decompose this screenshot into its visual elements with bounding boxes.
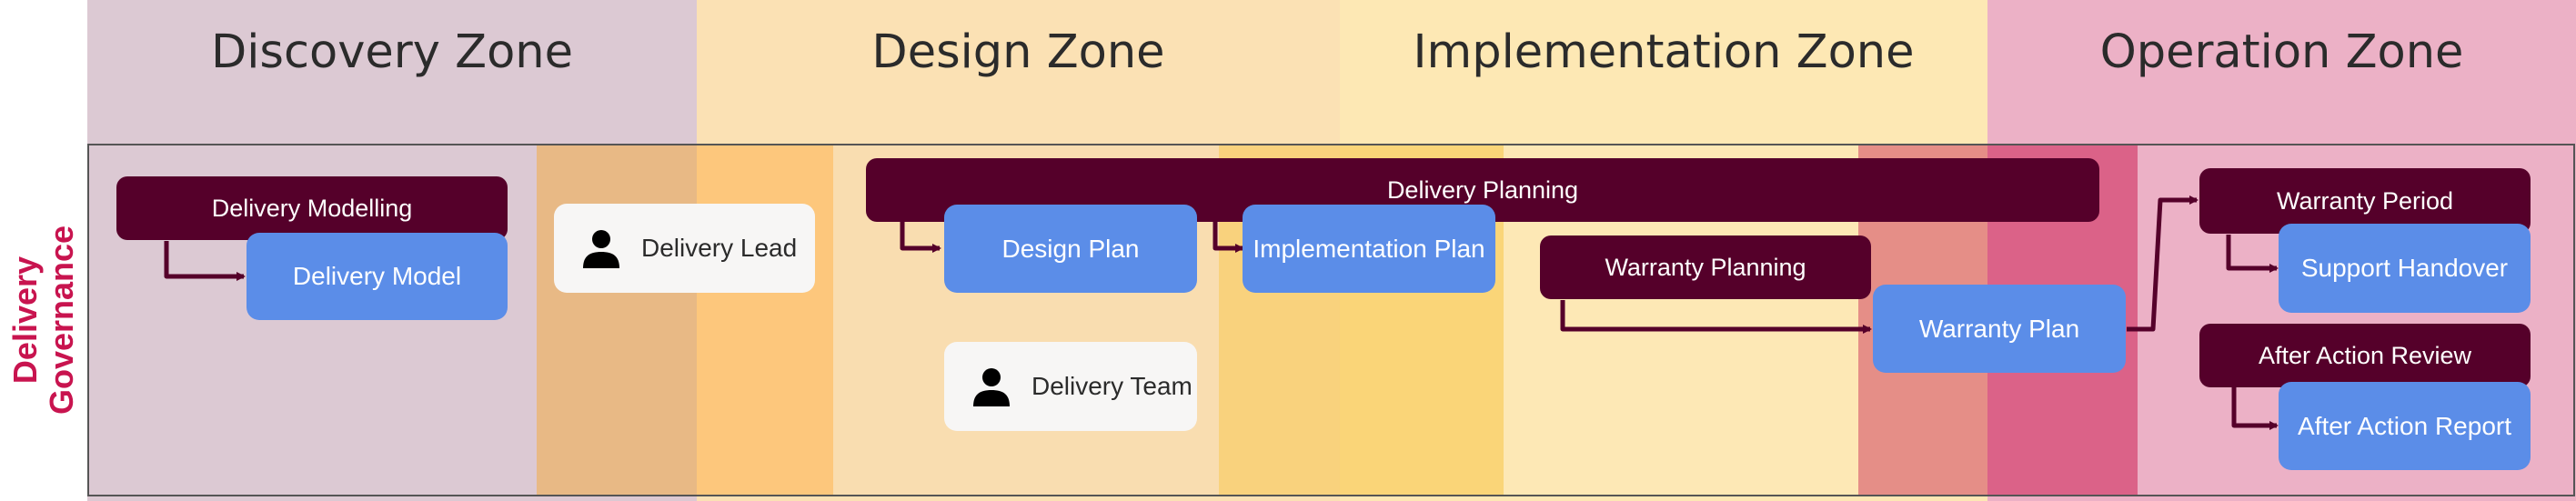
person-icon	[583, 230, 619, 268]
node-design-plan[interactable]: Design Plan	[944, 205, 1197, 293]
role-delivery-lead[interactable]: Delivery Lead	[554, 204, 815, 293]
node-support-handover[interactable]: Support Handover	[2279, 224, 2531, 313]
band-transition-1	[537, 144, 697, 496]
person-icon	[973, 368, 1010, 406]
node-after-action-review[interactable]: After Action Review	[2199, 324, 2531, 387]
zone-title-design: Design Zone	[871, 25, 1165, 79]
node-delivery-modelling[interactable]: Delivery Modelling	[116, 176, 508, 240]
node-warranty-planning[interactable]: Warranty Planning	[1540, 235, 1871, 299]
node-warranty-period[interactable]: Warranty Period	[2199, 168, 2531, 234]
zone-title-operation: Operation Zone	[2099, 25, 2464, 79]
band-transition-2	[697, 144, 833, 496]
node-implementation-plan[interactable]: Implementation Plan	[1243, 205, 1495, 293]
role-delivery-team[interactable]: Delivery Team	[944, 342, 1197, 431]
node-after-action-report[interactable]: After Action Report	[2279, 382, 2531, 470]
role-delivery-team-label: Delivery Team	[1031, 372, 1192, 400]
node-delivery-model[interactable]: Delivery Model	[247, 233, 508, 320]
node-warranty-plan[interactable]: Warranty Plan	[1873, 285, 2126, 373]
zone-title-discovery: Discovery Zone	[210, 25, 573, 79]
role-delivery-lead-label: Delivery Lead	[641, 234, 798, 262]
zone-title-implementation: Implementation Zone	[1413, 25, 1915, 79]
governance-row-frame	[87, 144, 2575, 496]
